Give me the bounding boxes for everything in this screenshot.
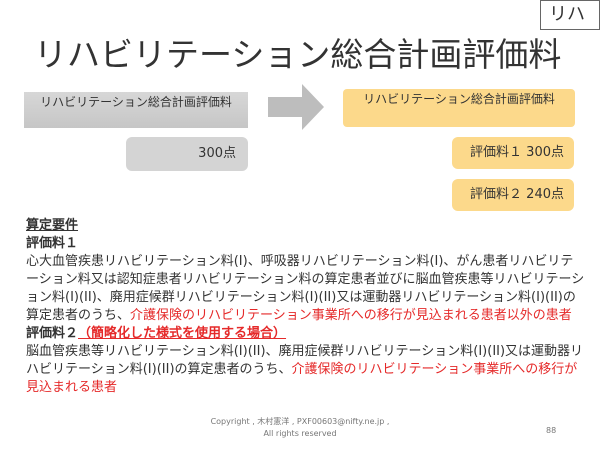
section-title: 算定要件 — [26, 218, 79, 233]
new-fee-item-1: 評価料１ 300点 — [452, 137, 574, 169]
old-fee-name-box: リハビリテーション総合計画評価料 — [24, 92, 248, 128]
new-fee-item-2: 評価料２ 240点 — [452, 179, 574, 211]
copyright-line-2: All rights reserved — [263, 429, 337, 438]
copyright-footer: Copyright , 木村憲洋 , PXF00603@nifty.ne.jp … — [150, 416, 450, 440]
item1-highlight: 介護保険のリハビリテーション事業所への移行が見込まれる患者以外の患者 — [130, 308, 572, 323]
item2-heading-note: （簡略化した様式を使用する場合） — [78, 326, 287, 341]
item2-heading-row: 評価料２（簡略化した様式を使用する場合） — [26, 325, 586, 343]
slide-title: リハビリテーション総合計画評価料 — [34, 35, 562, 74]
item1-text: 心大血管疾患リハビリテーション料(I)、呼吸器リハビリテーション料(I)、がん患… — [26, 254, 585, 323]
old-fee-points-box: 300点 — [126, 137, 248, 171]
right-arrow-icon — [268, 84, 324, 130]
item1-heading: 評価料１ — [26, 236, 79, 251]
item2-text: 脳血管疾患等リハビリテーション料(I)(II)、廃用症候群リハビリテーション料(… — [26, 344, 584, 377]
item1-body: 心大血管疾患リハビリテーション料(I)、呼吸器リハビリテーション料(I)、がん患… — [26, 253, 586, 325]
new-fee-name-box: リハビリテーション総合計画評価料 — [343, 89, 575, 127]
category-tag: リハ — [540, 0, 600, 30]
page-number: 88 — [546, 426, 557, 435]
copyright-line-1: Copyright , 木村憲洋 , PXF00603@nifty.ne.jp … — [210, 417, 390, 426]
item2-heading: 評価料２ — [26, 326, 79, 341]
item2-body: 脳血管疾患等リハビリテーション料(I)(II)、廃用症候群リハビリテーション料(… — [26, 343, 586, 397]
calculation-requirements: 算定要件 評価料１ 心大血管疾患リハビリテーション料(I)、呼吸器リハビリテーシ… — [26, 217, 586, 397]
item2-highlight: 介護保険のリハビリテーション事業所への移行が見込まれる患者 — [26, 362, 578, 395]
